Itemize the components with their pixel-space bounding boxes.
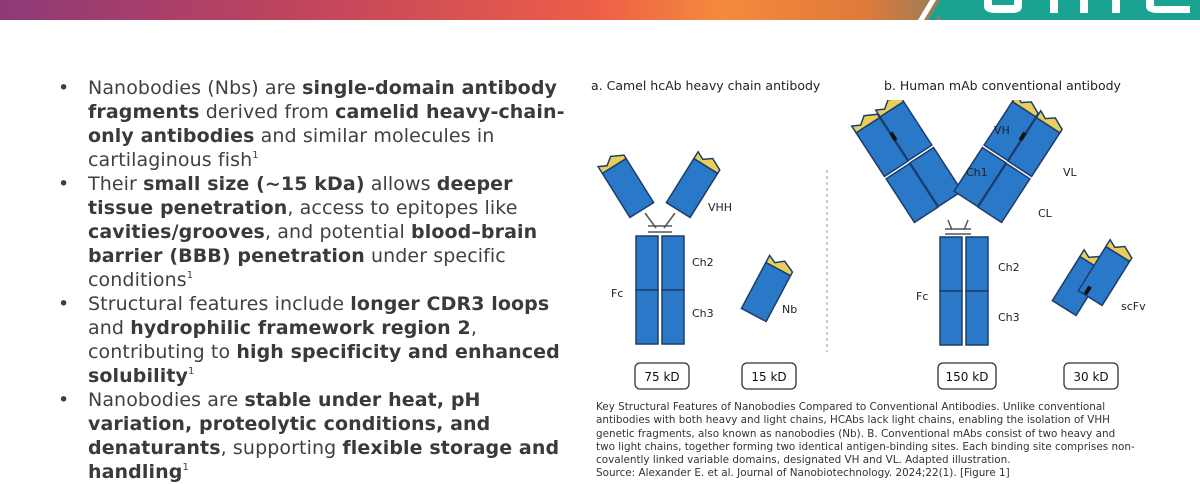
- bullet-text-run: under specific conditions: [88, 245, 506, 291]
- bullet-text-run: stable under heat, pH variation, proteol…: [88, 389, 491, 459]
- svg-text:75 kD: 75 kD: [644, 370, 679, 384]
- bullet-item: Nanobodies are stable under heat, pH var…: [56, 388, 566, 484]
- reference-superscript: 1: [182, 462, 189, 473]
- bullet-text-run: , contributing to: [88, 317, 477, 363]
- bullet-text-run: single-domain antibody fragments: [88, 77, 558, 123]
- mab-diagram: [849, 100, 1067, 346]
- bullet-text-run: hydrophilic framework region 2: [130, 317, 471, 339]
- bullet-text-run: allows: [364, 173, 437, 195]
- bullet-text-run: and: [88, 317, 131, 339]
- caption-source: Source: Alexander E. et al. Journal of N…: [596, 467, 1010, 480]
- svg-text:30 kD: 30 kD: [1073, 370, 1108, 384]
- bullet-item: Structural features include longer CDR3 …: [56, 292, 566, 388]
- bullet-text-run: blood–brain barrier (BBB) penetration: [88, 221, 538, 267]
- fc-label-a: Fc: [611, 287, 623, 300]
- fc-label-b: Fc: [916, 290, 928, 303]
- bullet-text-run: deeper tissue penetration: [88, 173, 513, 219]
- ch3-label-a: Ch3: [692, 307, 714, 320]
- bullet-text-run: camelid heavy-chain-only antibodies: [88, 101, 565, 147]
- ch2-label-a: Ch2: [692, 256, 714, 269]
- nb-label: Nb: [782, 303, 797, 316]
- bullet-text-run: high specificity and enhanced solubility: [88, 341, 560, 387]
- bullet-item: Their small size (~15 kDa) allows deeper…: [56, 172, 566, 292]
- vh-label: VH: [994, 124, 1010, 137]
- bullet-text-run: Their: [88, 173, 144, 195]
- brand-gradient-bar: [0, 0, 1200, 20]
- size-box-scfv: 30 kD: [1063, 362, 1119, 390]
- scfv-diagram: [1051, 237, 1136, 317]
- ch3-label-b: Ch3: [998, 311, 1020, 324]
- size-box-mab: 150 kD: [937, 362, 997, 390]
- reference-superscript: 1: [186, 270, 194, 281]
- bullet-list: Nanobodies (Nbs) are single-domain antib…: [56, 76, 566, 484]
- svg-text:150 kD: 150 kD: [946, 370, 989, 384]
- bullet-text-run: Structural features include: [88, 293, 351, 315]
- scfv-label: scFv: [1121, 300, 1146, 313]
- figure-caption: Key Structural Features of Nanobodies Co…: [596, 401, 1136, 481]
- company-logo: [918, 0, 1200, 20]
- bullet-text-run: longer CDR3 loops: [350, 293, 550, 315]
- bullet-text-run: , and potential: [264, 221, 412, 243]
- vhh-label: VHH: [708, 201, 732, 214]
- bullet-text-run: and similar molecules in cartilaginous f…: [88, 125, 495, 171]
- bullet-text-run: , access to epitopes like: [287, 197, 518, 219]
- bullet-text-run: Nanobodies (Nbs) are: [88, 77, 303, 99]
- bullet-text-run: small size (~15 kDa): [143, 173, 365, 195]
- size-box-hcab: 75 kD: [634, 362, 690, 390]
- caption-text: Key Structural Features of Nanobodies Co…: [596, 401, 1135, 467]
- reference-superscript: 1: [188, 366, 195, 377]
- bullet-text-run: Nanobodies are: [88, 389, 245, 411]
- hcab-diagram: [596, 149, 724, 345]
- bullet-text-run: cavities/grooves: [88, 221, 265, 243]
- bullet-text-run: , supporting: [220, 437, 343, 459]
- antibody-structure-figure: VHH Ch2 Ch3 Fc Nb VH Ch1 VL CL Ch2 Ch3 F…: [596, 100, 1146, 390]
- bullet-text-run: derived from: [199, 101, 336, 123]
- panel-b-title: b. Human mAb conventional antibody: [884, 78, 1121, 93]
- vl-label: VL: [1063, 166, 1078, 179]
- size-box-nb: 15 kD: [741, 362, 797, 390]
- panel-a-title: a. Camel hcAb heavy chain antibody: [591, 78, 821, 93]
- ch2-label-b: Ch2: [998, 261, 1020, 274]
- bullet-item: Nanobodies (Nbs) are single-domain antib…: [56, 76, 566, 172]
- reference-superscript: 1: [252, 150, 259, 161]
- ch1-label: Ch1: [966, 166, 988, 179]
- svg-text:15 kD: 15 kD: [751, 370, 786, 384]
- cl-label: CL: [1038, 207, 1053, 220]
